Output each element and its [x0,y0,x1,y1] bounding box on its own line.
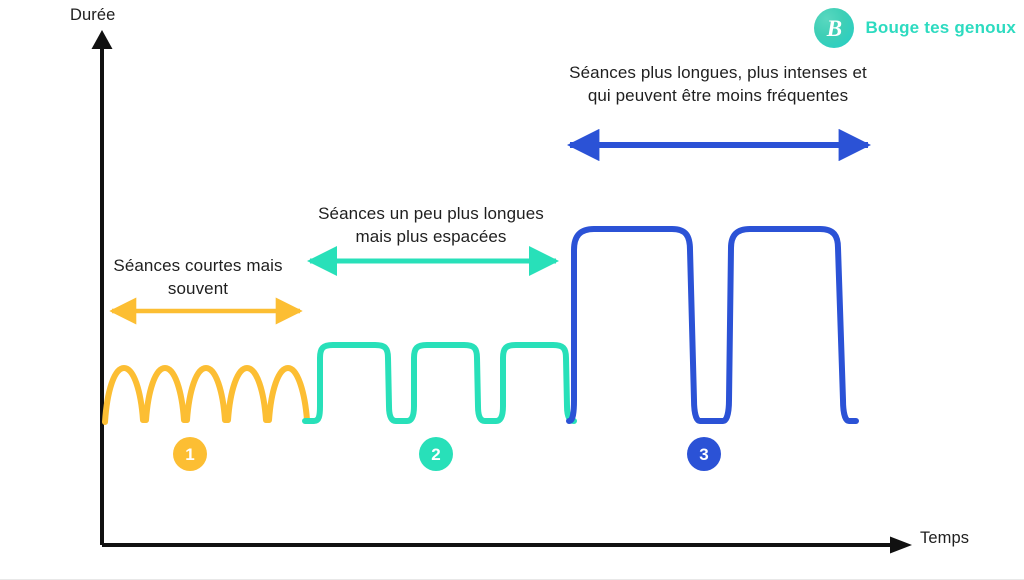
phase-2-badge: 2 [419,437,453,471]
x-axis-label: Temps [920,529,970,547]
phase-3-badge: 3 [687,437,721,471]
phase-3-caption: Séances plus longues, plus intenses et q… [569,63,867,105]
phase-3-curve [566,226,859,424]
y-axis [91,30,113,545]
phase-1-badge: 1 [173,437,207,471]
brand-logo: B Bouge tes genoux [814,8,1016,48]
phase-2-caption: Séances un peu plus longues mais plus es… [318,204,544,246]
brand-b-icon: B [814,8,855,48]
phase-1-curve [102,365,310,425]
phase-2-curve [302,342,577,424]
phase-1-caption: Séances courtes mais souvent [113,256,283,298]
brand-name: Bouge tes genoux [865,18,1016,37]
y-axis-label: Durée [70,6,116,24]
x-axis [102,536,912,554]
